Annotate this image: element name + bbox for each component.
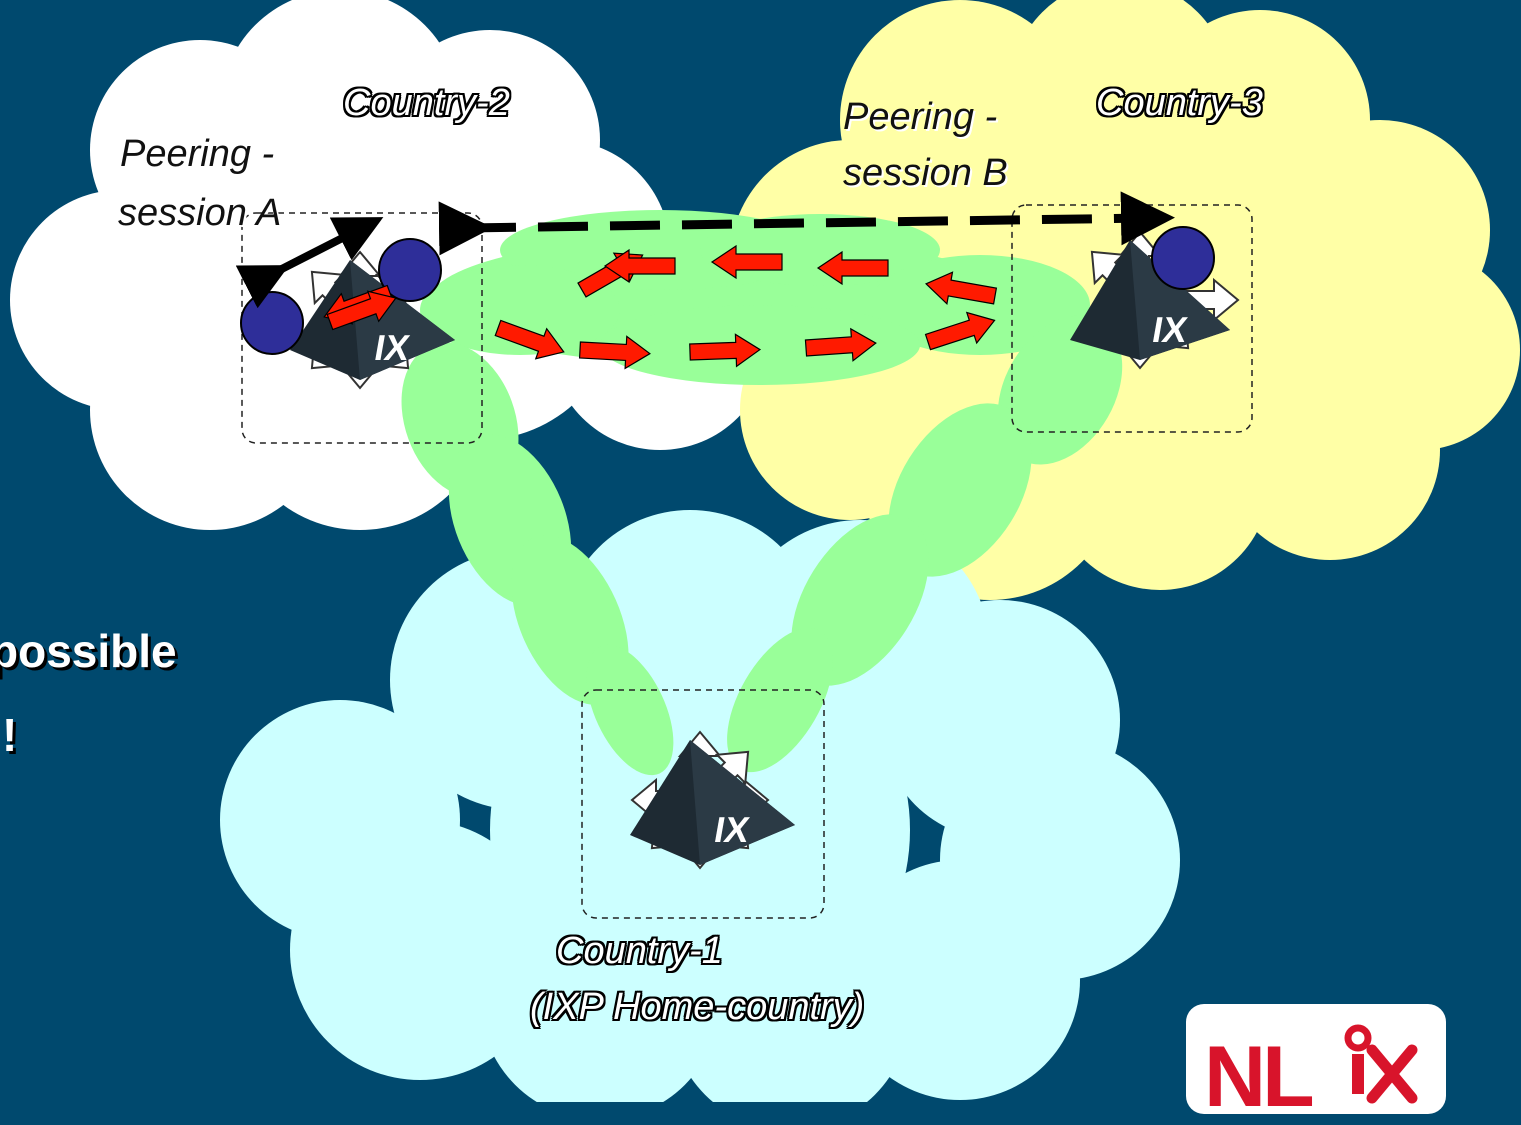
label-session-b-line1: Peering -	[843, 96, 998, 138]
network-diagram: IX IX IX	[10, 0, 1520, 1102]
svg-text:IX: IX	[372, 327, 413, 368]
member-router-country3	[1151, 226, 1215, 290]
label-country2: Country-2	[343, 82, 510, 124]
label-country1: Country-1	[556, 930, 723, 972]
svg-text:IX: IX	[711, 809, 752, 850]
nlix-logo: NL	[1186, 1004, 1446, 1120]
label-country1-home: (IXP Home-country)	[530, 986, 865, 1028]
side-text-line2: !	[2, 709, 18, 761]
green-link-country3-country1	[727, 315, 1123, 773]
label-country3: Country-3	[1096, 82, 1263, 124]
svg-text:IX: IX	[1149, 309, 1190, 350]
peering-session-b-arrow	[438, 191, 1175, 256]
logo-nl-text: NL	[1204, 1029, 1315, 1125]
peering-session-a-arrow	[235, 217, 384, 309]
label-session-b-line2: session B	[843, 152, 1008, 194]
logo-ix-mark	[1344, 1024, 1418, 1104]
label-session-a-line2: session A	[118, 192, 282, 234]
green-link-country2-country1	[401, 342, 674, 776]
ix-node-country1: IX	[630, 731, 795, 869]
side-text-line1: possible	[0, 625, 177, 677]
label-session-a-line1: Peering -	[120, 133, 275, 175]
ix-box-country1	[581, 689, 825, 919]
ix-box-country3	[1011, 204, 1253, 433]
member-router-country2-left	[240, 291, 304, 355]
